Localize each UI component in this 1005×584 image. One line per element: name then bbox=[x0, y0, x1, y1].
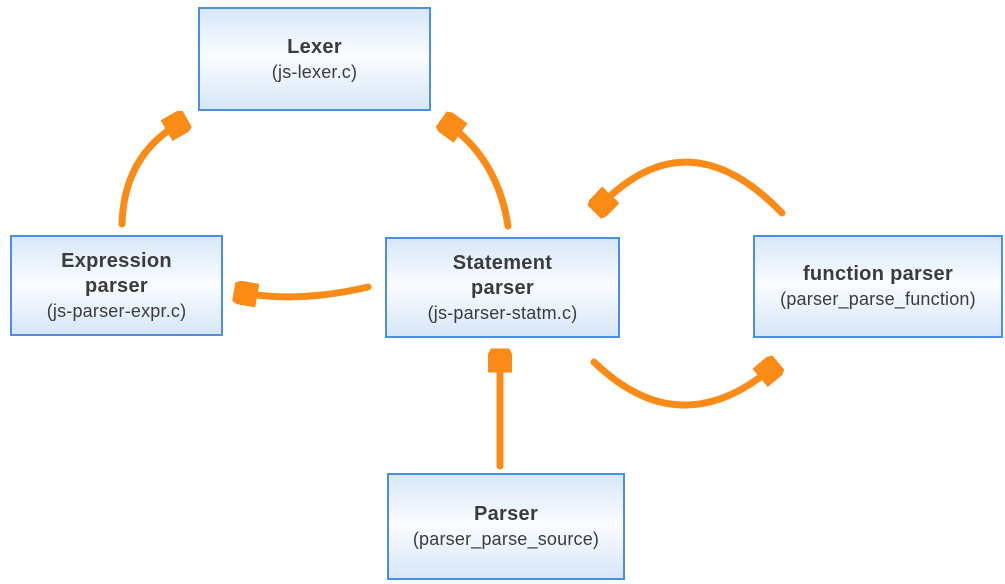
node-expression-parser-subtitle: (js-parser-expr.c) bbox=[46, 300, 187, 321]
node-lexer-subtitle: (js-lexer.c) bbox=[271, 61, 358, 82]
node-parser-title: Parser bbox=[473, 503, 539, 526]
node-function-parser: function parser (parser_parse_function) bbox=[753, 235, 1003, 338]
node-expression-parser: Expression parser (js-parser-expr.c) bbox=[10, 235, 223, 336]
node-lexer: Lexer (js-lexer.c) bbox=[198, 7, 431, 111]
edge-statement-parser-to-function-parser bbox=[590, 362, 772, 409]
edge-function-parser-to-statement-parser bbox=[600, 158, 786, 213]
edge-statement-parser-to-expression-parser bbox=[242, 287, 372, 297]
node-statement-parser-title: Statement parser bbox=[452, 251, 553, 299]
node-statement-parser-subtitle: (js-parser-statm.c) bbox=[427, 302, 578, 323]
node-lexer-title: Lexer bbox=[287, 35, 342, 58]
node-parser-subtitle: (parser_parse_source) bbox=[412, 529, 600, 550]
node-function-parser-subtitle: (parser_parse_function) bbox=[780, 289, 976, 310]
node-statement-parser: Statement parser (js-parser-statm.c) bbox=[385, 237, 620, 338]
node-parser: Parser (parser_parse_source) bbox=[387, 473, 625, 580]
node-expression-parser-title: Expression parser bbox=[61, 249, 172, 297]
edge-statement-parser-to-lexer bbox=[448, 124, 512, 230]
node-function-parser-title: function parser bbox=[802, 263, 954, 286]
edge-expression-parser-to-lexer bbox=[118, 123, 180, 228]
